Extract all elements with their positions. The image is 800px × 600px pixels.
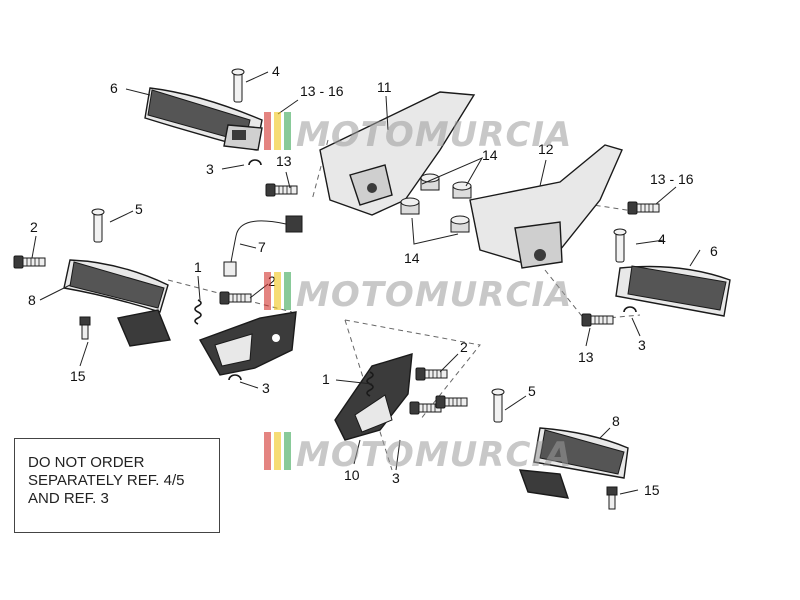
callout-label: 14: [482, 147, 498, 163]
callout-label: 2: [268, 273, 276, 289]
callout-label: 3: [206, 161, 214, 177]
clip-icon: [248, 159, 262, 166]
footpeg-front-right: [615, 265, 731, 317]
watermark-top: MOTOMURCIA: [264, 112, 572, 155]
bracket-icon: [198, 311, 297, 376]
stud-icon: [606, 486, 618, 510]
callout-label: 3: [392, 470, 400, 486]
footpeg-rear-left: [63, 259, 171, 347]
callout-label: 13 - 16: [300, 83, 344, 99]
footpeg-front-left: [144, 87, 263, 151]
callout-label: 2: [30, 219, 38, 235]
footrest-plate-left: [319, 91, 476, 216]
pin-icon: [91, 208, 105, 243]
order-note-line: SEPARATELY REF. 4/5: [28, 472, 185, 489]
watermark-text: MOTOMURCIA: [296, 435, 572, 475]
callout-label: 5: [528, 383, 536, 399]
callout-label: 15: [644, 482, 660, 498]
watermark-bottom: MOTOMURCIA: [264, 432, 572, 475]
sensor-icon: [223, 215, 303, 277]
callout-label: 3: [262, 380, 270, 396]
callout-label: 7: [258, 239, 266, 255]
stud-icon: [79, 316, 91, 340]
callout-labels: 6 4 13 - 16 11 3 13 14 12 13 - 16 14 2 5…: [28, 63, 718, 498]
callout-label: 6: [110, 80, 118, 96]
pin-icon: [491, 388, 505, 423]
bolt-icon: [627, 201, 660, 215]
clip-icon: [228, 374, 242, 381]
callout-label: 2: [460, 339, 468, 355]
bolt-icon: [435, 395, 468, 409]
watermark-text: MOTOMURCIA: [296, 115, 572, 155]
callout-label: 5: [135, 201, 143, 217]
bush-icon: [400, 197, 420, 215]
footpeg-rear-right: [518, 427, 629, 499]
footrest-plate-right: [469, 144, 623, 269]
order-note-line: AND REF. 3: [28, 490, 109, 507]
callout-label: 4: [272, 63, 280, 79]
bush-icon: [420, 173, 440, 191]
callout-label: 1: [322, 371, 330, 387]
callout-label: 8: [28, 292, 36, 308]
watermark-text: MOTOMURCIA: [296, 275, 572, 315]
callout-label: 1: [194, 259, 202, 275]
order-note-box: DO NOT ORDER SEPARATELY REF. 4/5 AND REF…: [14, 438, 220, 533]
callout-label: 14: [404, 250, 420, 266]
callout-label: 8: [612, 413, 620, 429]
callout-label: 10: [344, 467, 360, 483]
callout-label: 13: [276, 153, 292, 169]
spring-icon: [194, 299, 202, 325]
bush-icon: [452, 181, 472, 199]
callout-label: 13 - 16: [650, 171, 694, 187]
clip-icon: [623, 306, 637, 313]
bush-icon: [450, 215, 470, 233]
order-note-line: DO NOT ORDER: [28, 454, 145, 471]
pin-icon: [613, 228, 627, 263]
watermark-middle: MOTOMURCIA: [264, 272, 572, 315]
callout-label: 12: [538, 141, 554, 157]
pin-icon: [231, 68, 245, 103]
callout-label: 4: [658, 231, 666, 247]
callout-label: 13: [578, 349, 594, 365]
leader-lines: [31, 71, 701, 495]
bolt-icon: [581, 313, 614, 327]
bolt-icon: [265, 183, 298, 197]
callout-label: 3: [638, 337, 646, 353]
bolt-icon: [13, 255, 46, 269]
callout-label: 15: [70, 368, 86, 384]
callout-label: 6: [710, 243, 718, 259]
callout-label: 11: [377, 79, 392, 95]
bolt-icon: [219, 291, 252, 305]
bracket-icon: [334, 353, 413, 441]
